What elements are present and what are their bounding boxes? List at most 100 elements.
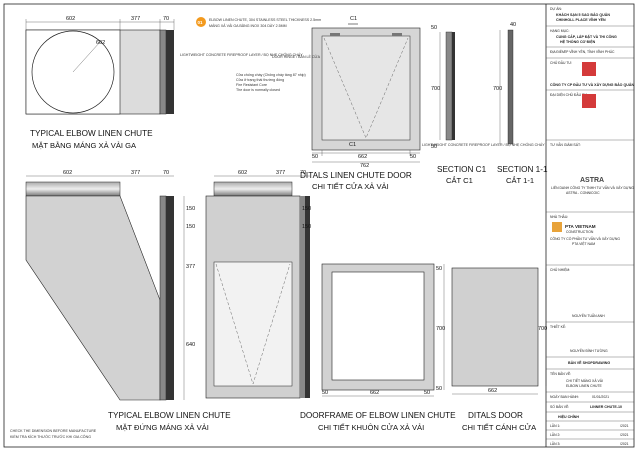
elbow-plan-view: 602 377 70 602 LIGHTWEIGHT CONCRETE FIRE… xyxy=(25,16,303,150)
hinge-note: DOOR HINGE / BẢN LỀ CỬA xyxy=(272,54,321,59)
tb-signer2: NGUYỄN ĐÌNH TƯỜNG xyxy=(570,348,608,353)
callout-text-1: ELBOW LINEN CHUTE, 304 STAINLESS STEEL T… xyxy=(209,18,321,22)
section-c1-subtitle: CẮT C1 xyxy=(446,176,473,185)
door-dim-left: 50 xyxy=(312,154,318,160)
tb-drawing-name-2: ELBOW LINEN CHUTE xyxy=(566,384,603,388)
plan-side-note: LIGHTWEIGHT CONCRETE FIREPROOF LAYER / B… xyxy=(180,52,303,57)
elev-dim-602: 602 xyxy=(63,170,72,176)
doorframe-opening xyxy=(331,271,425,381)
elbow-elevation-view: 602 377 70 150 150 377 640 TYPICAL ELBOW… xyxy=(10,170,231,439)
elbow-plan-title: TYPICAL ELBOW LINEN CHUTE xyxy=(30,129,153,138)
frame-vdim-bot: 50 xyxy=(436,386,442,392)
side-door-opening xyxy=(213,261,293,387)
owner-logo xyxy=(582,62,596,76)
leaf-vdim: 700 xyxy=(538,326,547,332)
door-overall: 762 xyxy=(360,163,369,169)
tb-supervisor-2: ASTRA - CONNICOIC xyxy=(566,191,600,195)
tb-signer1-label: CHỦ NHIỆM: xyxy=(550,267,570,272)
dim-377: 377 xyxy=(131,16,140,22)
section-11-view: 40 700 SECTION 1-1 CẮT 1-1 xyxy=(493,22,548,185)
section-11-subtitle: CẮT 1-1 xyxy=(506,176,534,185)
tb-rev-date-2: /2021 xyxy=(620,433,629,437)
door-dim-right: 50 xyxy=(410,154,416,160)
contractor-logo: PTA VIETNAM xyxy=(565,224,596,229)
tb-owner-rep-label: ĐẠI DIỆN CHỦ ĐẦU TƯ: xyxy=(550,92,588,97)
elbow-plan-subtitle: MẶT BẰNG MÁNG XẢ VẢI GA xyxy=(32,141,137,150)
door-detail-view: C1 DOOR HINGE / BẢN LỀ CỬA Cửa chống chá… xyxy=(236,16,421,191)
material-callout: 01 ELBOW LINEN CHUTE, 304 STAINLESS STEE… xyxy=(196,17,321,28)
contractor-logo-mark xyxy=(552,222,562,232)
side-dim-602: 602 xyxy=(238,170,247,176)
tb-location-label: ĐỊA ĐIỂM: xyxy=(550,49,566,54)
tb-project-label: DỰ ÁN: xyxy=(550,7,562,11)
frame-vdim-top: 50 xyxy=(436,266,442,272)
tb-project-2: CHINHOLL PLACE VĨNH YÊN xyxy=(556,17,606,22)
tb-rev-2: LẦN 2: xyxy=(550,433,560,437)
c1-dim-bot: 50 xyxy=(431,144,437,150)
tb-rev-date-1: /2021 xyxy=(620,424,629,428)
callout-badge xyxy=(196,17,206,27)
frame-dim-right: 50 xyxy=(424,390,430,396)
side-vdim-1: 150 xyxy=(302,206,311,212)
footnote-2: KIỂM TRA KÍCH THƯỚC TRƯỚC KHI GIA CÔNG xyxy=(10,434,91,439)
tb-location: TP VĨNH YÊN, TỈNH VĨNH PHÚC xyxy=(564,49,615,54)
section-c1-view: 50 700 50 LIGHTWEIGHT CONCRETE FIREPROOF… xyxy=(422,25,545,185)
lock-note-2: Cửa ở trạng thái thường đóng xyxy=(236,78,284,82)
lock-note-3: Fire Resistant Core xyxy=(236,83,267,87)
tb-category-label: HẠNG MỤC: xyxy=(550,29,569,33)
callout-text-2: MÁNG XẢ VẢI GA BẰNG INOX 304 DÀY 2.5MM xyxy=(209,23,287,28)
elev-vdim-4: 640 xyxy=(186,342,195,348)
tb-revision-label: HIỆU CHỈNH xyxy=(558,414,579,419)
door-panel xyxy=(321,35,411,141)
tb-sheet-label: SỐ BẢN VẼ: xyxy=(550,404,569,409)
tb-category-1: CUNG CẤP, LẮP ĐẶT VÀ THI CÔNG xyxy=(556,34,617,39)
tb-project-1: KHÁCH SẠN 5 SAO BẢO QUÂN xyxy=(556,12,610,17)
section-mark-bottom: C1 xyxy=(349,142,356,148)
tb-drawing-name-label: TÊN BẢN VẼ: xyxy=(550,371,571,376)
door-detail-title: DITALS LINEN CHUTE DOOR xyxy=(300,171,412,180)
tb-contractor-1: CÔNG TY CỔ PHẦN TƯ VẤN VÀ XÂY DỰNG xyxy=(550,236,620,241)
section-mark-top: C1 xyxy=(350,16,357,22)
tb-drawing-kind: BẢN VẼ SHOPDRAWING xyxy=(568,360,610,365)
elev-dim-377: 377 xyxy=(131,170,140,176)
side-dim-377: 377 xyxy=(276,170,285,176)
doorframe-subtitle: CHI TIẾT KHUÔN CỬA XẢ VẢI xyxy=(318,422,424,432)
elbow-elev-subtitle: MẶT ĐỨNG MÁNG XẢ VẢI xyxy=(116,423,209,432)
tb-rev-1: LẦN 1: xyxy=(550,424,560,428)
doorframe-view: 50 700 50 50 662 50 DOORFRAME OF ELBOW L… xyxy=(300,263,456,432)
door-leaf-view: 700 662 DITALS DOOR CHI TIẾT CÁNH CỬA xyxy=(451,267,547,432)
tb-contractor-label: NHÀ THẦU: xyxy=(550,215,568,219)
tb-supervisor-1: LIÊN DANH CÔNG TY TNHH TƯ VẤN VÀ XÂY DỰN… xyxy=(551,185,634,190)
door-leaf-subtitle: CHI TIẾT CÁNH CỬA xyxy=(462,422,537,432)
tb-owner-label: CHỦ ĐẦU TƯ: xyxy=(550,60,572,65)
chute-flange xyxy=(159,29,167,115)
door-detail-subtitle: CHI TIẾT CỬA XẢ VẢI xyxy=(312,181,389,191)
side-elevation-view: 602 377 70 150 150 xyxy=(205,170,311,399)
tb-contractor-2: PTA VIỆT NAM xyxy=(572,241,595,246)
door-leaf xyxy=(451,267,539,387)
s11-dim-top: 40 xyxy=(510,22,516,28)
elev-dim-70: 70 xyxy=(163,170,169,176)
tb-sheet-no: LINNER CHUTE-10 xyxy=(590,405,622,409)
tb-signer2-label: THIẾT KẾ: xyxy=(550,324,566,329)
c1-dim-top: 50 xyxy=(431,25,437,31)
leaf-dim: 662 xyxy=(488,388,497,394)
elev-vdim-1: 150 xyxy=(186,206,195,212)
tb-signer1: NGUYỄN TUẤN ANH xyxy=(572,313,605,318)
doorframe-title: DOORFRAME OF ELBOW LINEN CHUTE xyxy=(300,411,456,420)
owner-rep-logo xyxy=(582,94,596,108)
tb-owner: CÔNG TY CP ĐẦU TƯ VÀ XÂY DỰNG BẢO QUÂN xyxy=(550,82,634,87)
tb-drawing-name-1: CHI TIẾT MÁNG XẢ VẢI xyxy=(566,378,603,383)
contractor-logo-sub: CONSTRUCTION xyxy=(566,230,594,234)
lock-note-4: The door is normally closed xyxy=(236,88,280,92)
tb-date-label: NGÀY BAN HÀNH: xyxy=(550,395,579,399)
title-block: DỰ ÁN: KHÁCH SẠN 5 SAO BẢO QUÂN CHINHOLL… xyxy=(546,7,634,446)
dim-70: 70 xyxy=(163,16,169,22)
c1-note: LIGHTWEIGHT CONCRETE FIREPROOF LAYER / B… xyxy=(422,142,545,147)
lock-note-1: Cửa chống cháy (Chống cháy tầng 87 nhịp) xyxy=(236,73,306,77)
side-dim-70: 70 xyxy=(300,170,306,176)
dim-602: 602 xyxy=(66,16,75,22)
callout-number: 01 xyxy=(198,20,204,25)
s11-dim-mid: 700 xyxy=(493,86,502,92)
